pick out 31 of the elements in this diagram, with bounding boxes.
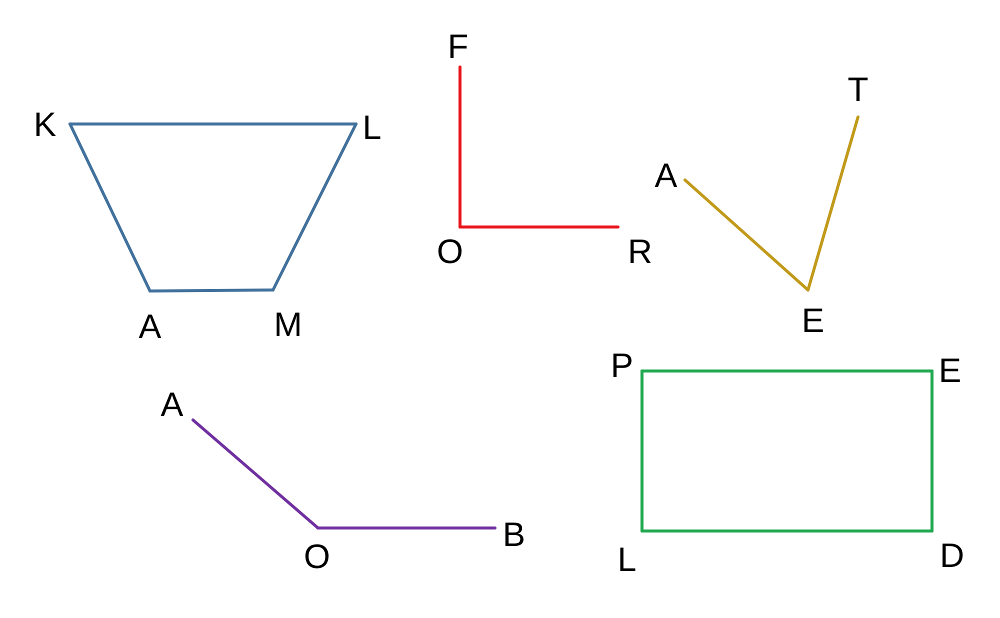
vertex-label: E <box>802 304 824 338</box>
vertex-label: A <box>654 159 678 193</box>
vertex-label: T <box>848 73 868 107</box>
vertex-label: F <box>448 30 468 64</box>
line-segment <box>458 66 462 228</box>
line-segment <box>640 370 934 372</box>
vertex-label: D <box>940 539 964 573</box>
line-segment <box>192 418 320 530</box>
line-segment <box>272 122 358 292</box>
line-segment <box>458 226 620 228</box>
line-segment <box>316 526 496 530</box>
line-segment <box>806 116 860 292</box>
line-segment <box>684 178 810 292</box>
vertex-label: B <box>502 518 526 552</box>
vertex-label: L <box>362 111 382 145</box>
line-segment <box>640 530 934 532</box>
vertex-label: M <box>274 308 302 342</box>
line-segment <box>930 370 934 532</box>
vertex-label: A <box>160 388 184 422</box>
vertex-label: L <box>618 543 636 577</box>
vertex-label: A <box>138 310 162 344</box>
line-segment <box>148 288 274 292</box>
vertex-label: O <box>304 540 330 574</box>
vertex-label: R <box>628 235 652 269</box>
vertex-label: E <box>938 354 962 388</box>
line-segment <box>68 122 358 126</box>
vertex-label: O <box>436 235 464 269</box>
vertex-label: K <box>34 108 56 142</box>
line-segment <box>68 122 152 292</box>
vertex-label: P <box>610 349 634 383</box>
line-segment <box>640 370 644 532</box>
